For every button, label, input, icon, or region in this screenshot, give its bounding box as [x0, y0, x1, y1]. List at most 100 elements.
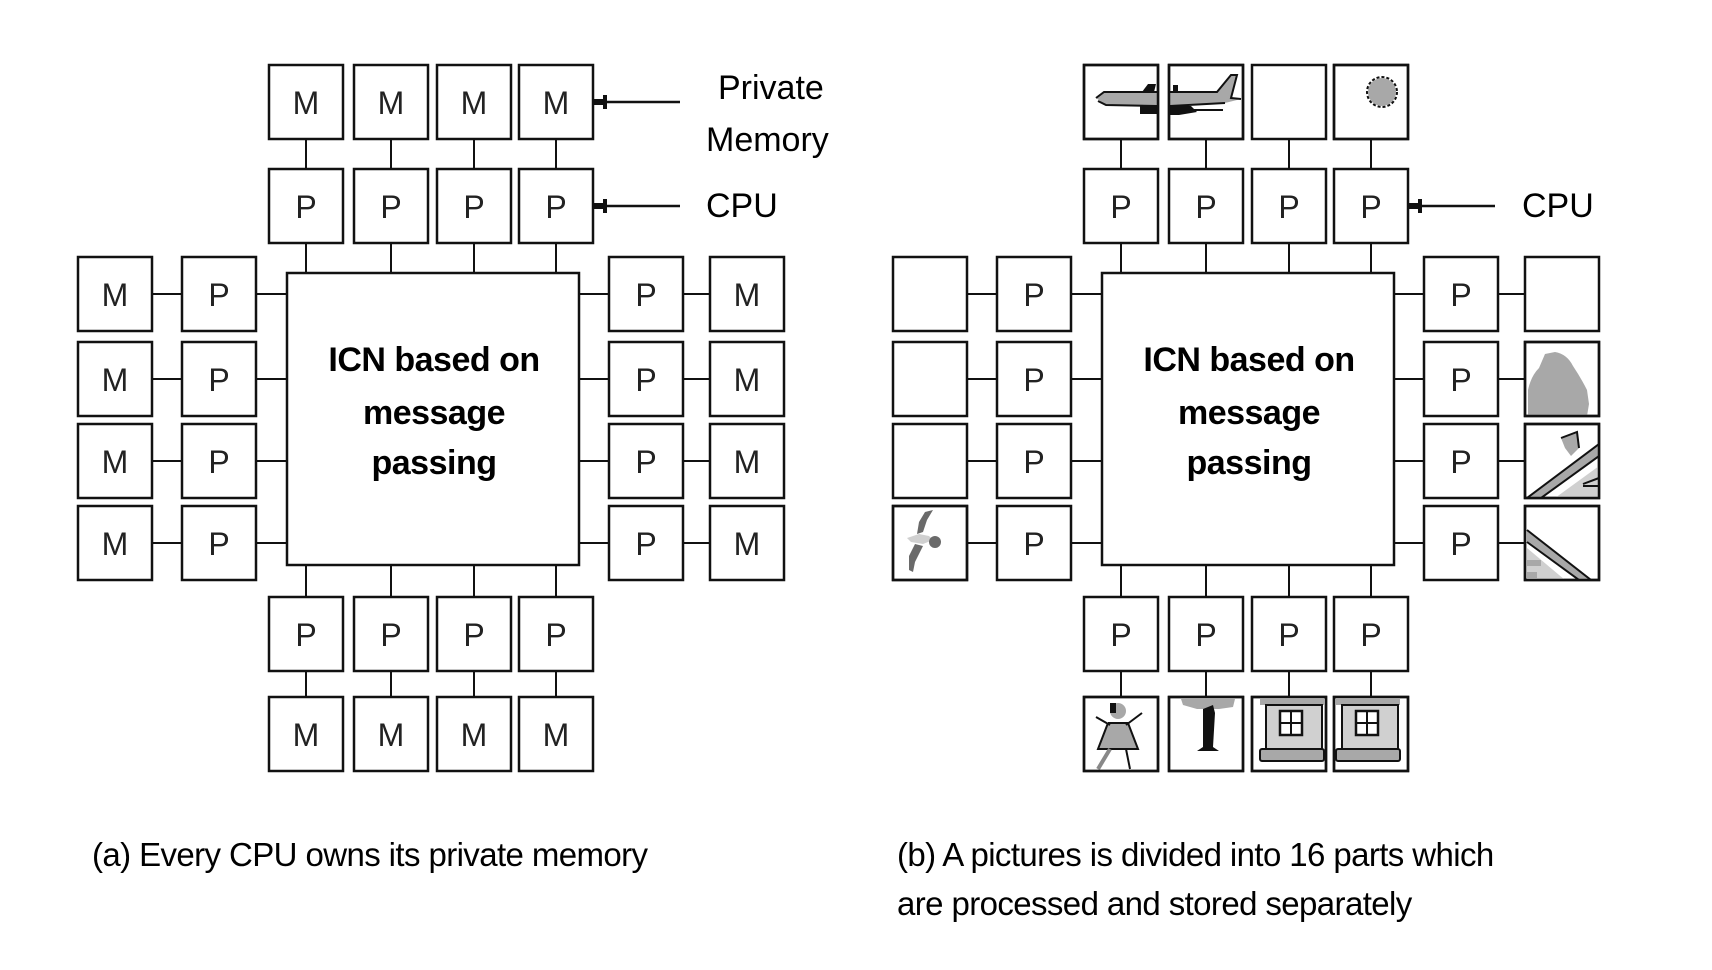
memory-box-bottom-3-frame: [435, 695, 513, 773]
processor-box-left-1-label: P: [208, 277, 229, 313]
processor-box-bottom-3: P: [1250, 595, 1328, 673]
memory-box-right-4-label: M: [734, 526, 761, 562]
girl-leg-part: [1096, 747, 1112, 770]
processor-box-right-1: P: [607, 255, 685, 333]
memory-box-bottom-4-label: M: [543, 717, 570, 753]
chimney-part: [1561, 432, 1579, 456]
arrow-head: [593, 95, 607, 109]
processor-box-left-4: P: [995, 504, 1073, 582]
bird-icon: [907, 510, 941, 572]
memory-box-left-4-label: M: [102, 526, 129, 562]
girl-leg-part: [1125, 748, 1131, 770]
bird-body-part: [907, 534, 933, 544]
arrow-head: [593, 199, 607, 213]
processor-box-right-3: P: [607, 422, 685, 500]
memory-box-left-2-frame: [891, 340, 969, 418]
memory-box-right-1-label: M: [734, 277, 761, 313]
icn-label-line: message: [1178, 394, 1320, 432]
processor-box-bottom-2-label: P: [380, 617, 401, 653]
private-memory-label-line: Memory: [706, 121, 829, 159]
processor-box-left-3-frame: [995, 422, 1073, 500]
memory-box-bottom-4-frame: [517, 695, 595, 773]
caption-line: (a) Every CPU owns its private memory: [92, 836, 649, 873]
processor-box-bottom-4-label: P: [545, 617, 566, 653]
memory-box-top-2-label: M: [378, 85, 405, 121]
bird-wing-part: [917, 510, 933, 534]
memory-box-bottom-3-label: M: [461, 717, 488, 753]
processor-box-right-3: P: [1422, 422, 1500, 500]
processor-box-left-1: P: [180, 255, 258, 333]
processor-box-top-1-label: P: [295, 189, 316, 225]
processor-box-right-1-label: P: [635, 277, 656, 313]
memory-box-top-4: [1332, 63, 1410, 141]
processor-box-top-2-label: P: [1195, 189, 1216, 225]
house-right-icon: [1335, 699, 1401, 762]
processor-box-top-1: P: [267, 167, 345, 245]
memory-box-bottom-2-frame: [352, 695, 430, 773]
processor-box-bottom-3-frame: [1250, 595, 1328, 673]
girl-icon: [1095, 703, 1143, 770]
caption-line: (b) A pictures is divided into 16 parts …: [897, 836, 1494, 873]
processor-box-left-4-frame: [180, 504, 258, 582]
processor-box-bottom-4: P: [1332, 595, 1410, 673]
memory-box-right-3: M: [708, 422, 786, 500]
road-icon: [1526, 529, 1592, 579]
wall-part: [1527, 548, 1564, 579]
processor-box-top-3: P: [1250, 167, 1328, 245]
memory-box-left-2-frame: [76, 340, 154, 418]
processor-box-right-2: P: [1422, 340, 1500, 418]
processor-box-top-4-label: P: [1360, 189, 1381, 225]
processor-box-bottom-3-frame: [435, 595, 513, 673]
icn-label-line: message: [363, 394, 505, 432]
processor-box-bottom-2-frame: [1167, 595, 1245, 673]
processor-box-top-1: P: [1082, 167, 1160, 245]
processor-box-top-2-label: P: [380, 189, 401, 225]
memory-box-top-1: M: [267, 63, 345, 141]
memory-box-left-4-frame: [76, 504, 154, 582]
memory-box-bottom-1: M: [267, 695, 345, 773]
memory-box-left-1: M: [76, 255, 154, 333]
memory-box-top-3-frame: [1250, 63, 1328, 141]
memory-box-left-2-label: M: [102, 362, 129, 398]
processor-box-bottom-3: P: [435, 595, 513, 673]
memory-box-bottom-3: M: [435, 695, 513, 773]
processor-box-right-2: P: [607, 340, 685, 418]
processor-box-left-1-frame: [180, 255, 258, 333]
processor-box-left-3: P: [995, 422, 1073, 500]
processor-box-left-2: P: [995, 340, 1073, 418]
processor-box-left-2: P: [180, 340, 258, 418]
memory-box-top-2: [1167, 63, 1245, 141]
processor-box-bottom-4-frame: [1332, 595, 1410, 673]
memory-box-right-4: [1523, 504, 1601, 582]
processor-box-top-2-frame: [1167, 167, 1245, 245]
bird-head-part: [929, 536, 941, 548]
processor-box-right-4-label: P: [1450, 526, 1471, 562]
memory-box-bottom-4: M: [517, 695, 595, 773]
processor-box-right-4-frame: [607, 504, 685, 582]
airplane-left-icon: [1095, 84, 1157, 114]
processor-box-bottom-1-frame: [1082, 595, 1160, 673]
memory-box-left-1-frame: [76, 255, 154, 333]
airplane-engine-part: [1140, 106, 1157, 114]
processor-box-left-1: P: [995, 255, 1073, 333]
memory-box-top-4-label: M: [543, 85, 570, 121]
processor-box-right-4: P: [607, 504, 685, 582]
memory-box-right-3-frame: [708, 422, 786, 500]
processor-box-top-4-frame: [1332, 167, 1410, 245]
processor-box-bottom-3-label: P: [463, 617, 484, 653]
memory-box-top-2-frame: [352, 63, 430, 141]
icn-label-line: passing: [1187, 444, 1312, 482]
memory-box-right-4: M: [708, 504, 786, 582]
processor-box-left-2-frame: [180, 340, 258, 418]
processor-box-right-2-label: P: [1450, 362, 1471, 398]
memory-box-top-1-frame: [267, 63, 345, 141]
house-eave-part: [1260, 699, 1324, 705]
cpu-label: CPU: [1522, 187, 1594, 225]
processor-box-bottom-1-label: P: [1110, 617, 1131, 653]
memory-box-left-3-label: M: [102, 444, 129, 480]
processor-box-top-3: P: [435, 167, 513, 245]
icn-box: [285, 271, 581, 567]
memory-box-right-1: M: [708, 255, 786, 333]
